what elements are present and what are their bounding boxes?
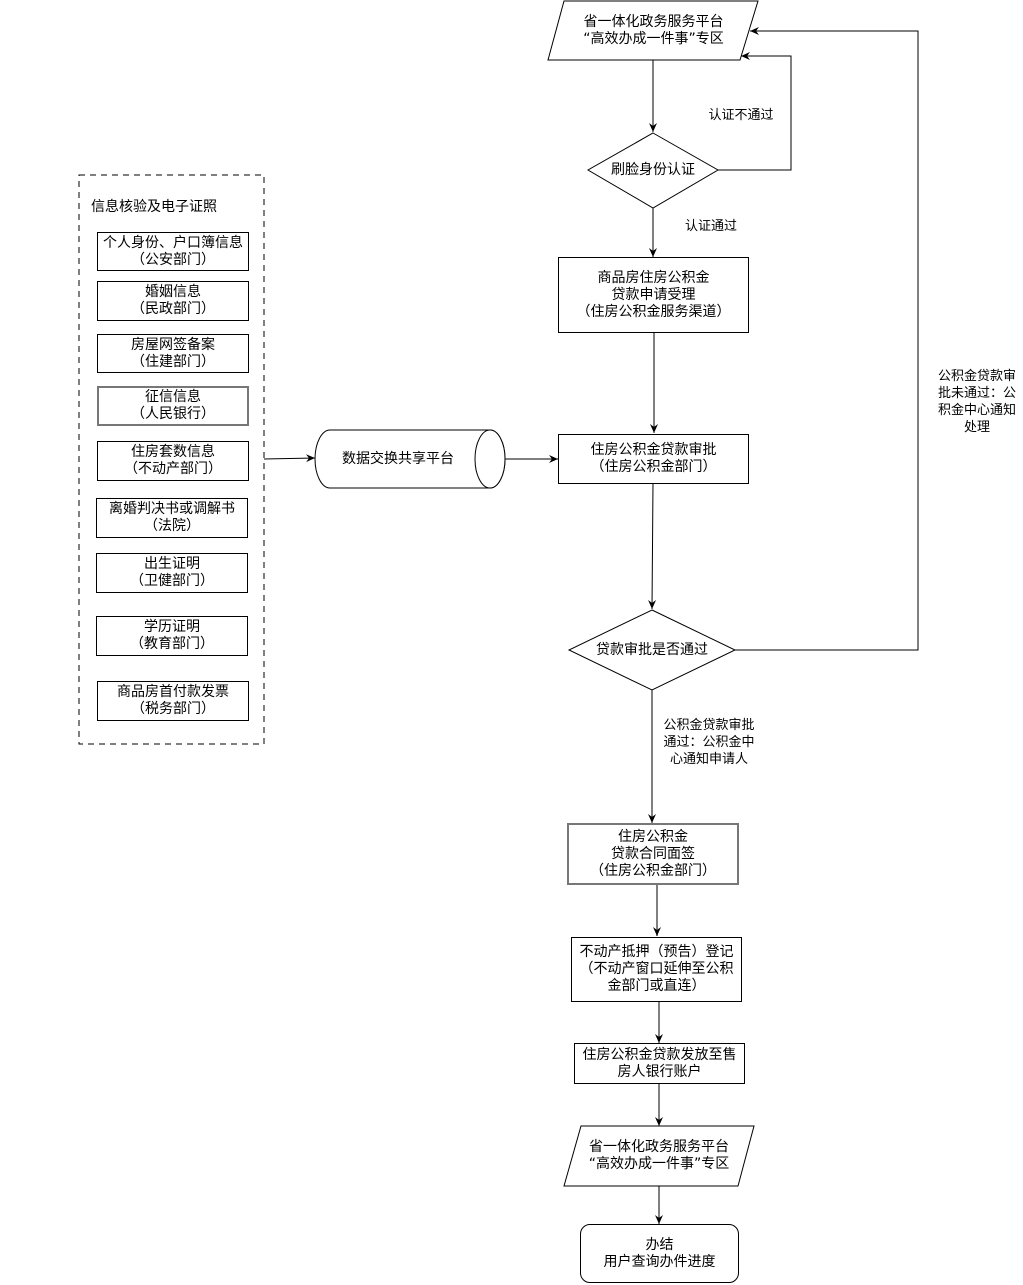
arrow-auth-fail bbox=[718, 52, 792, 171]
review-fail-line4: 处理 bbox=[963, 420, 990, 435]
application-node: 商品房住房公积金 贷款申请受理 （住房公积金服务渠道） bbox=[558, 257, 749, 333]
application-line1: 商品房住房公积金 bbox=[597, 269, 710, 286]
contract-sign-line3: （住房公积金部门） bbox=[590, 862, 716, 879]
mortgage-register-node: 不动产抵押（预告）登记 （不动产窗口延伸至公积 金部门或直连） bbox=[571, 937, 742, 1002]
info-item-line1: 婚姻信息 bbox=[145, 284, 201, 300]
face-auth-decision: 刷脸身份认证 bbox=[588, 133, 718, 208]
arrow-review-to-decision bbox=[648, 482, 657, 610]
review-fail-line3: 积金中心通知 bbox=[937, 403, 1016, 418]
info-item-line2: （法院） bbox=[144, 518, 200, 534]
info-item-property-count: 住房套数信息 （不动产部门） bbox=[97, 441, 249, 481]
loan-disburse-line2: 房人银行账户 bbox=[617, 1063, 702, 1080]
start-portal-shape bbox=[547, 0, 759, 61]
info-item-line2: （卫健部门） bbox=[130, 573, 214, 589]
loan-review-node: 住房公积金贷款审批 （住房公积金部门） bbox=[558, 434, 749, 484]
end-portal-line2: “高效办成一件事”专区 bbox=[588, 1156, 730, 1172]
info-item-line2: （不动产部门） bbox=[124, 461, 222, 477]
arrow-review-fail bbox=[735, 27, 919, 651]
contract-sign-line1: 住房公积金 bbox=[618, 828, 688, 845]
info-item-line1: 个人身份、户口簿信息 bbox=[103, 234, 243, 251]
mortgage-register-line3: 金部门或直连） bbox=[607, 978, 706, 994]
review-pass-line1: 公积金贷款审批 bbox=[663, 718, 755, 733]
info-item-line1: 住房套数信息 bbox=[131, 444, 215, 460]
end-portal-line1: 省一体化政务服务平台 bbox=[589, 1139, 729, 1155]
start-portal-line1: 省一体化政务服务平台 bbox=[583, 13, 724, 30]
data-platform-label: 数据交换共享平台 bbox=[342, 450, 454, 467]
review-fail-line1: 公积金贷款审 bbox=[937, 369, 1016, 384]
info-item-line2: （住建部门） bbox=[131, 353, 215, 370]
arrow-group-to-platform bbox=[263, 454, 316, 463]
application-line3: （住房公积金服务渠道） bbox=[576, 303, 731, 320]
info-item-divorce: 离婚判决书或调解书 （法院） bbox=[96, 498, 248, 538]
info-item-line1: 离婚判决书或调解书 bbox=[109, 501, 235, 517]
contract-sign-node: 住房公积金 贷款合同面签 （住房公积金部门） bbox=[567, 823, 739, 885]
info-item-line1: 出生证明 bbox=[144, 556, 200, 572]
info-item-credit: 征信信息 （人民银行） bbox=[97, 386, 249, 426]
info-group-title: 信息核验及电子证照 bbox=[91, 199, 217, 215]
review-pass-label: 公积金贷款审批 通过：公积金中 心通知申请人 bbox=[656, 717, 762, 768]
info-item-line2: （人民银行） bbox=[131, 406, 215, 422]
data-platform: 数据交换共享平台 bbox=[318, 430, 478, 488]
review-fail-line2: 批未通过：公 bbox=[937, 386, 1016, 401]
face-auth-label: 刷脸身份认证 bbox=[611, 162, 695, 178]
info-item-line1: 学历证明 bbox=[144, 619, 200, 635]
info-item-line2: （民政部门） bbox=[131, 301, 215, 317]
mortgage-register-line1: 不动产抵押（预告）登记 bbox=[579, 944, 734, 960]
info-item-education: 学历证明 （教育部门） bbox=[96, 616, 248, 656]
review-fail-label: 公积金贷款审 批未通过：公 积金中心通知 处理 bbox=[928, 368, 1023, 436]
loan-review-line1: 住房公积金贷款审批 bbox=[590, 442, 717, 458]
info-item-identity: 个人身份、户口簿信息 （公安部门） bbox=[97, 232, 249, 271]
complete-line2: 用户查询办件进度 bbox=[603, 1253, 716, 1270]
end-portal: 省一体化政务服务平台 “高效办成一件事”专区 bbox=[572, 1126, 746, 1186]
review-decision-label: 贷款审批是否通过 bbox=[596, 641, 708, 658]
info-item-line1: 商品房首付款发票 bbox=[117, 684, 229, 700]
contract-sign-line2: 贷款合同面签 bbox=[611, 845, 695, 862]
info-item-birth: 出生证明 （卫健部门） bbox=[96, 553, 248, 593]
review-decision: 贷款审批是否通过 bbox=[569, 610, 735, 690]
info-item-line1: 征信信息 bbox=[145, 389, 201, 405]
info-item-invoice: 商品房首付款发票 （税务部门） bbox=[97, 681, 249, 721]
end-portal-shape bbox=[563, 1125, 755, 1187]
auth-fail-label: 认证不通过 bbox=[708, 108, 774, 123]
info-group-border bbox=[78, 174, 265, 745]
info-item-line1: 房屋网签备案 bbox=[131, 336, 215, 353]
complete-node: 办结 用户查询办件进度 bbox=[580, 1224, 739, 1283]
info-item-line2: （税务部门） bbox=[131, 701, 215, 717]
review-pass-line2: 通过：公积金中 bbox=[663, 735, 755, 750]
complete-line1: 办结 bbox=[645, 1236, 674, 1253]
start-portal-line2: “高效办成一件事”专区 bbox=[583, 30, 724, 47]
review-pass-line3: 心通知申请人 bbox=[669, 752, 748, 767]
info-item-housing-contract: 房屋网签备案 （住建部门） bbox=[97, 334, 249, 373]
loan-disburse-line1: 住房公积金贷款发放至售 bbox=[582, 1046, 737, 1063]
loan-review-line2: （住房公积金部门） bbox=[590, 459, 717, 475]
mortgage-register-line2: （不动产窗口延伸至公积 bbox=[579, 961, 734, 977]
info-item-line2: （教育部门） bbox=[130, 636, 214, 652]
start-portal: 省一体化政务服务平台 “高效办成一件事”专区 bbox=[556, 1, 751, 60]
loan-disburse-node: 住房公积金贷款发放至售 房人银行账户 bbox=[574, 1043, 745, 1084]
auth-pass-label: 认证通过 bbox=[684, 219, 737, 234]
application-line2: 贷款申请受理 bbox=[611, 286, 696, 303]
info-item-line2: （公安部门） bbox=[131, 251, 215, 268]
info-item-marriage: 婚姻信息 （民政部门） bbox=[97, 281, 249, 321]
